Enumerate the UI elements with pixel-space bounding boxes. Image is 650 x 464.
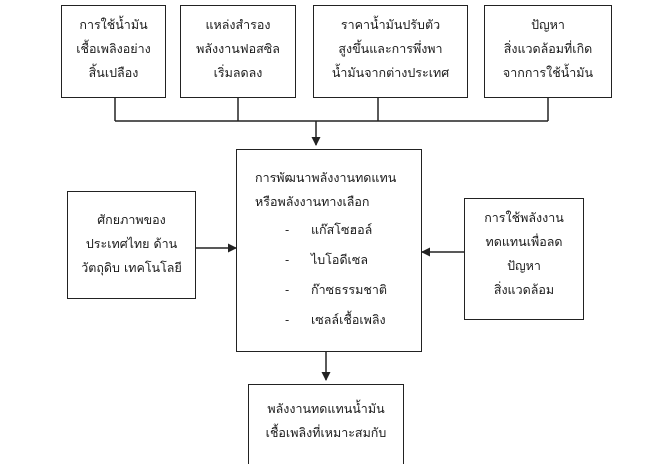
box-line: สิ่งแวดล้อม	[493, 282, 555, 297]
energy-item: - ไบโอดีเซล	[255, 248, 421, 272]
box-line: เชื้อเพลิงที่เหมาะสมกับ	[265, 425, 387, 440]
bullet-dash: -	[285, 252, 290, 267]
bullet-dash: -	[285, 282, 290, 297]
box-line: ทดแทนเพื่อลด	[485, 234, 563, 249]
top-box-environment-problem: ปัญหา สิ่งแวดล้อมที่เกิด จากการใช้น้ำมัน	[484, 5, 612, 98]
box-line: ราคาน้ำมันปรับตัว	[340, 17, 441, 32]
box-line: ปัญหา	[531, 17, 565, 32]
box-line: ประเทศไทย ด้าน	[85, 236, 178, 251]
top-box-fuel-waste: การใช้น้ำมัน เชื้อเพลิงอย่าง สิ้นเปลือง	[61, 5, 166, 98]
box-line: เริ่มลดลง	[213, 65, 263, 80]
box-line: น้ำมันจากต่างประเทศ	[331, 65, 450, 80]
top-box-oil-price: ราคาน้ำมันปรับตัว สูงขึ้นและการพึ่งพา น้…	[313, 5, 468, 98]
connector-lines	[114, 98, 549, 381]
box-line: วัตถุดิบ เทคโนโลยี	[81, 260, 182, 275]
box-line: การใช้น้ำมัน	[79, 17, 148, 32]
box-line: สิ่งแวดล้อมที่เกิด	[503, 41, 593, 56]
box-line: ศักยภาพของ	[97, 212, 166, 227]
energy-item-label: ไบโอดีเซล	[311, 252, 368, 267]
box-line: ปัญหา	[507, 258, 541, 273]
box-line: สูงขึ้นและการพึ่งพา	[338, 41, 443, 56]
energy-item-label: ก๊าซธรรมชาติ	[311, 282, 387, 297]
center-box-alternative-energy: การพัฒนาพลังงานทดแทน หรือพลังงานทางเลือก…	[236, 149, 422, 352]
energy-item: - ก๊าซธรรมชาติ	[255, 278, 421, 302]
box-line: พลังงานฟอสซิล	[196, 41, 280, 56]
box-line: การใช้พลังงาน	[484, 210, 564, 225]
center-heading-line: การพัฒนาพลังงานทดแทน	[255, 170, 397, 185]
bullet-dash: -	[285, 312, 290, 327]
left-box-thailand-potential: ศักยภาพของ ประเทศไทย ด้าน วัตถุดิบ เทคโน…	[67, 191, 196, 299]
energy-item: - เซลล์เชื้อเพลิง	[255, 308, 421, 332]
box-line: พลังงานทดแทนน้ำมัน	[267, 401, 385, 416]
bottom-box-suitable-replacement: พลังงานทดแทนน้ำมัน เชื้อเพลิงที่เหมาะสมก…	[248, 384, 404, 464]
right-box-reduce-environment: การใช้พลังงาน ทดแทนเพื่อลด ปัญหา สิ่งแวด…	[464, 198, 584, 320]
box-line: จากการใช้น้ำมัน	[502, 65, 594, 80]
top-box-fossil-reserve: แหล่งสำรอง พลังงานฟอสซิล เริ่มลดลง	[180, 5, 296, 98]
energy-item-label: แก๊สโซฮอล์	[311, 222, 373, 237]
center-heading-line: หรือพลังงานทางเลือก	[255, 194, 370, 209]
box-line: แหล่งสำรอง	[205, 17, 271, 32]
energy-item: - แก๊สโซฮอล์	[255, 218, 421, 242]
bullet-dash: -	[285, 222, 290, 237]
energy-item-label: เซลล์เชื้อเพลิง	[311, 312, 386, 327]
box-line: เชื้อเพลิงอย่าง	[76, 41, 151, 56]
box-line: สิ้นเปลือง	[88, 65, 139, 80]
